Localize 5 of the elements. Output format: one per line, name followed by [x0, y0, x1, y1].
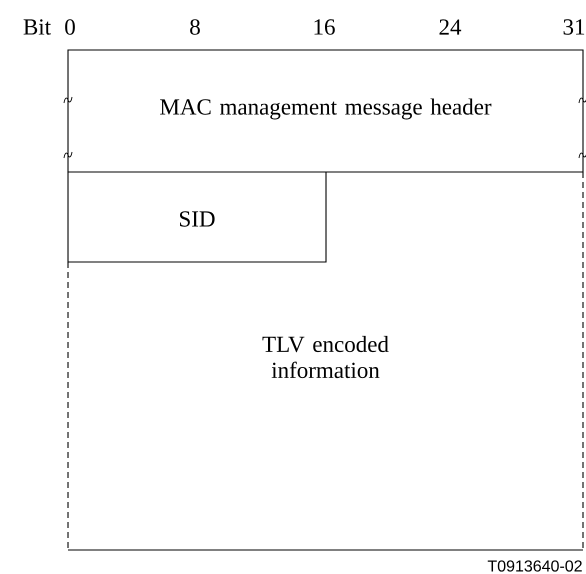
bit-label: Bit — [24, 19, 51, 35]
bit-number: 0 — [65, 19, 75, 35]
figure-id: T0913640-02 — [488, 560, 582, 572]
header-field-box: MAC management message header — [67, 49, 584, 173]
sid-field-box: SID — [67, 171, 327, 263]
